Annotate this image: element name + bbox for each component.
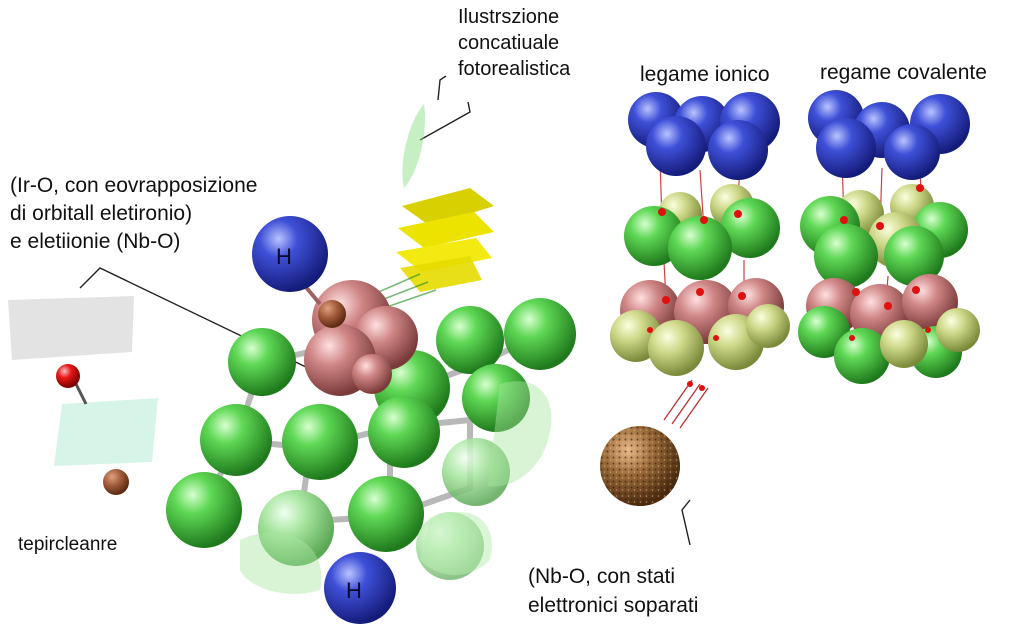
grey-plane [8, 296, 134, 360]
ir-o-note-line: e eletiionie (Nb-O) [10, 230, 181, 253]
leader-lines [79, 75, 691, 546]
concept-title-label: Ilustrszione concatiuale fotorealistica [458, 4, 570, 82]
green-atom [348, 476, 424, 552]
nb-o-note-line: elettronici soparati [528, 594, 699, 617]
ir-o-note: (Ir-O, con eovrapposizione di orbitall e… [10, 172, 257, 256]
hydrogen-atom-top [252, 216, 328, 292]
covalent-bond-structure [798, 90, 980, 384]
ionic-bond-label: legame ionico [640, 63, 770, 86]
green-leaf [402, 104, 426, 188]
green-atom [166, 472, 242, 548]
pink-atom [352, 354, 392, 394]
green-atom [368, 396, 440, 468]
ir-o-note-line: (Ir-O, con eovrapposizione [10, 174, 258, 197]
red-atom [56, 364, 80, 388]
mint-plane [54, 398, 158, 466]
green-atom [258, 490, 334, 566]
green-atom [282, 404, 358, 480]
green-atom [436, 306, 504, 374]
brown-small-atom [103, 469, 129, 495]
nb-o-note: (Nb-O, con stati elettronici soparati [528, 562, 698, 620]
nb-o-note-line: (Nb-O, con stati [528, 565, 676, 588]
green-atom [228, 328, 296, 396]
green-atom [442, 438, 510, 506]
hydrogen-atom-bottom [324, 552, 396, 624]
left-lattice [166, 216, 576, 624]
concept-title-line: fotorealistica [458, 58, 571, 80]
brown-atom [318, 300, 346, 328]
covalent-bond-label: regame covalente [820, 61, 987, 84]
green-atom [504, 298, 576, 370]
green-atom [200, 404, 272, 476]
concept-title-line: concatiuale [458, 32, 560, 54]
ionic-bond-structure [610, 92, 790, 429]
green-atom [462, 364, 530, 432]
ir-o-note-line: di orbitall eletironio) [10, 202, 193, 225]
terminal-label: tepircleanre [18, 534, 118, 555]
hydrogen-label-bottom: H [346, 578, 362, 603]
yellow-orbital [396, 188, 494, 292]
concept-title-line: Ilustrszione [458, 6, 560, 28]
hydrogen-label-top: H [276, 244, 292, 269]
